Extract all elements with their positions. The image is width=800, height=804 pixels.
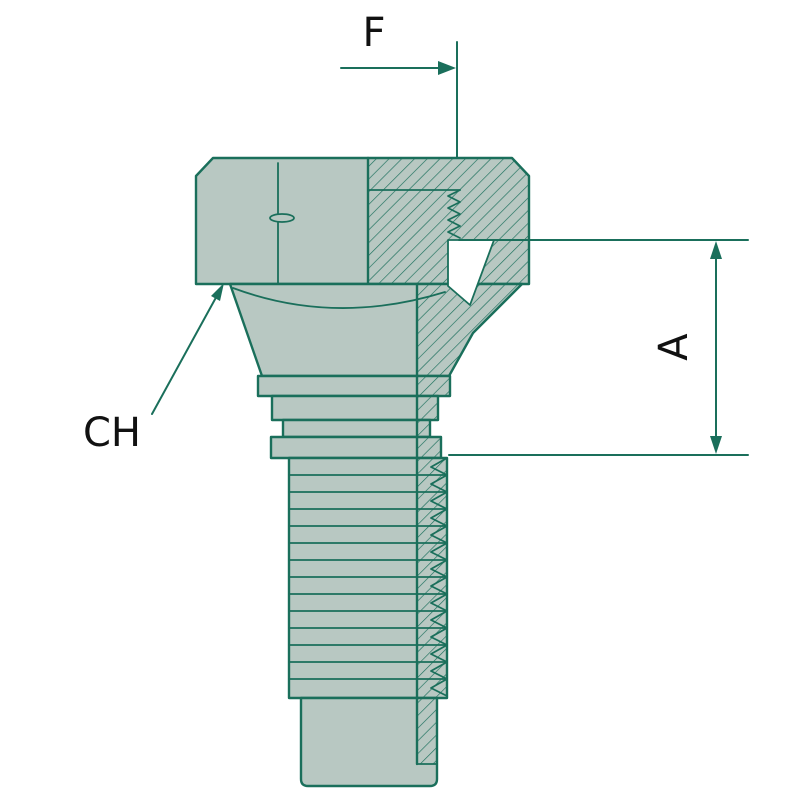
a-label: A xyxy=(651,333,697,361)
dimension-f: F xyxy=(340,10,458,159)
fitting-body xyxy=(194,156,531,788)
cone-seat xyxy=(228,239,524,378)
a-arrowhead-down-icon xyxy=(710,436,722,454)
nut-seat-arc xyxy=(232,287,446,309)
collar xyxy=(256,374,452,460)
nut-face-dimple xyxy=(269,213,295,223)
a-arrowhead-up-icon xyxy=(710,241,722,259)
collar-band-2 xyxy=(270,394,440,422)
ch-leader-line xyxy=(151,291,220,415)
dimension-a: A xyxy=(448,239,749,456)
collar-band-2-hatch xyxy=(417,396,438,420)
serration-lines xyxy=(288,474,448,680)
collar-flange-hatch xyxy=(417,437,441,458)
tube-section-hatch xyxy=(417,698,437,764)
f-label: F xyxy=(362,10,385,56)
ch-label: CH xyxy=(83,410,141,456)
ch-arrowhead-icon xyxy=(211,283,224,301)
collar-band-3-hatch xyxy=(417,420,430,437)
thread-profile-line xyxy=(447,189,461,239)
collar-flange xyxy=(269,435,443,460)
tube-outline xyxy=(299,696,439,788)
collar-band-1-hatch xyxy=(417,376,450,396)
hose-shank xyxy=(287,456,449,700)
cone-section-hatch xyxy=(417,284,522,376)
tube-end xyxy=(299,696,439,788)
dimension-ch: CH xyxy=(83,283,224,456)
collar-band-3 xyxy=(281,418,432,439)
shank-section-hatch xyxy=(417,458,447,698)
barb-profile-line xyxy=(430,457,448,697)
f-arrowhead-icon xyxy=(438,61,456,75)
